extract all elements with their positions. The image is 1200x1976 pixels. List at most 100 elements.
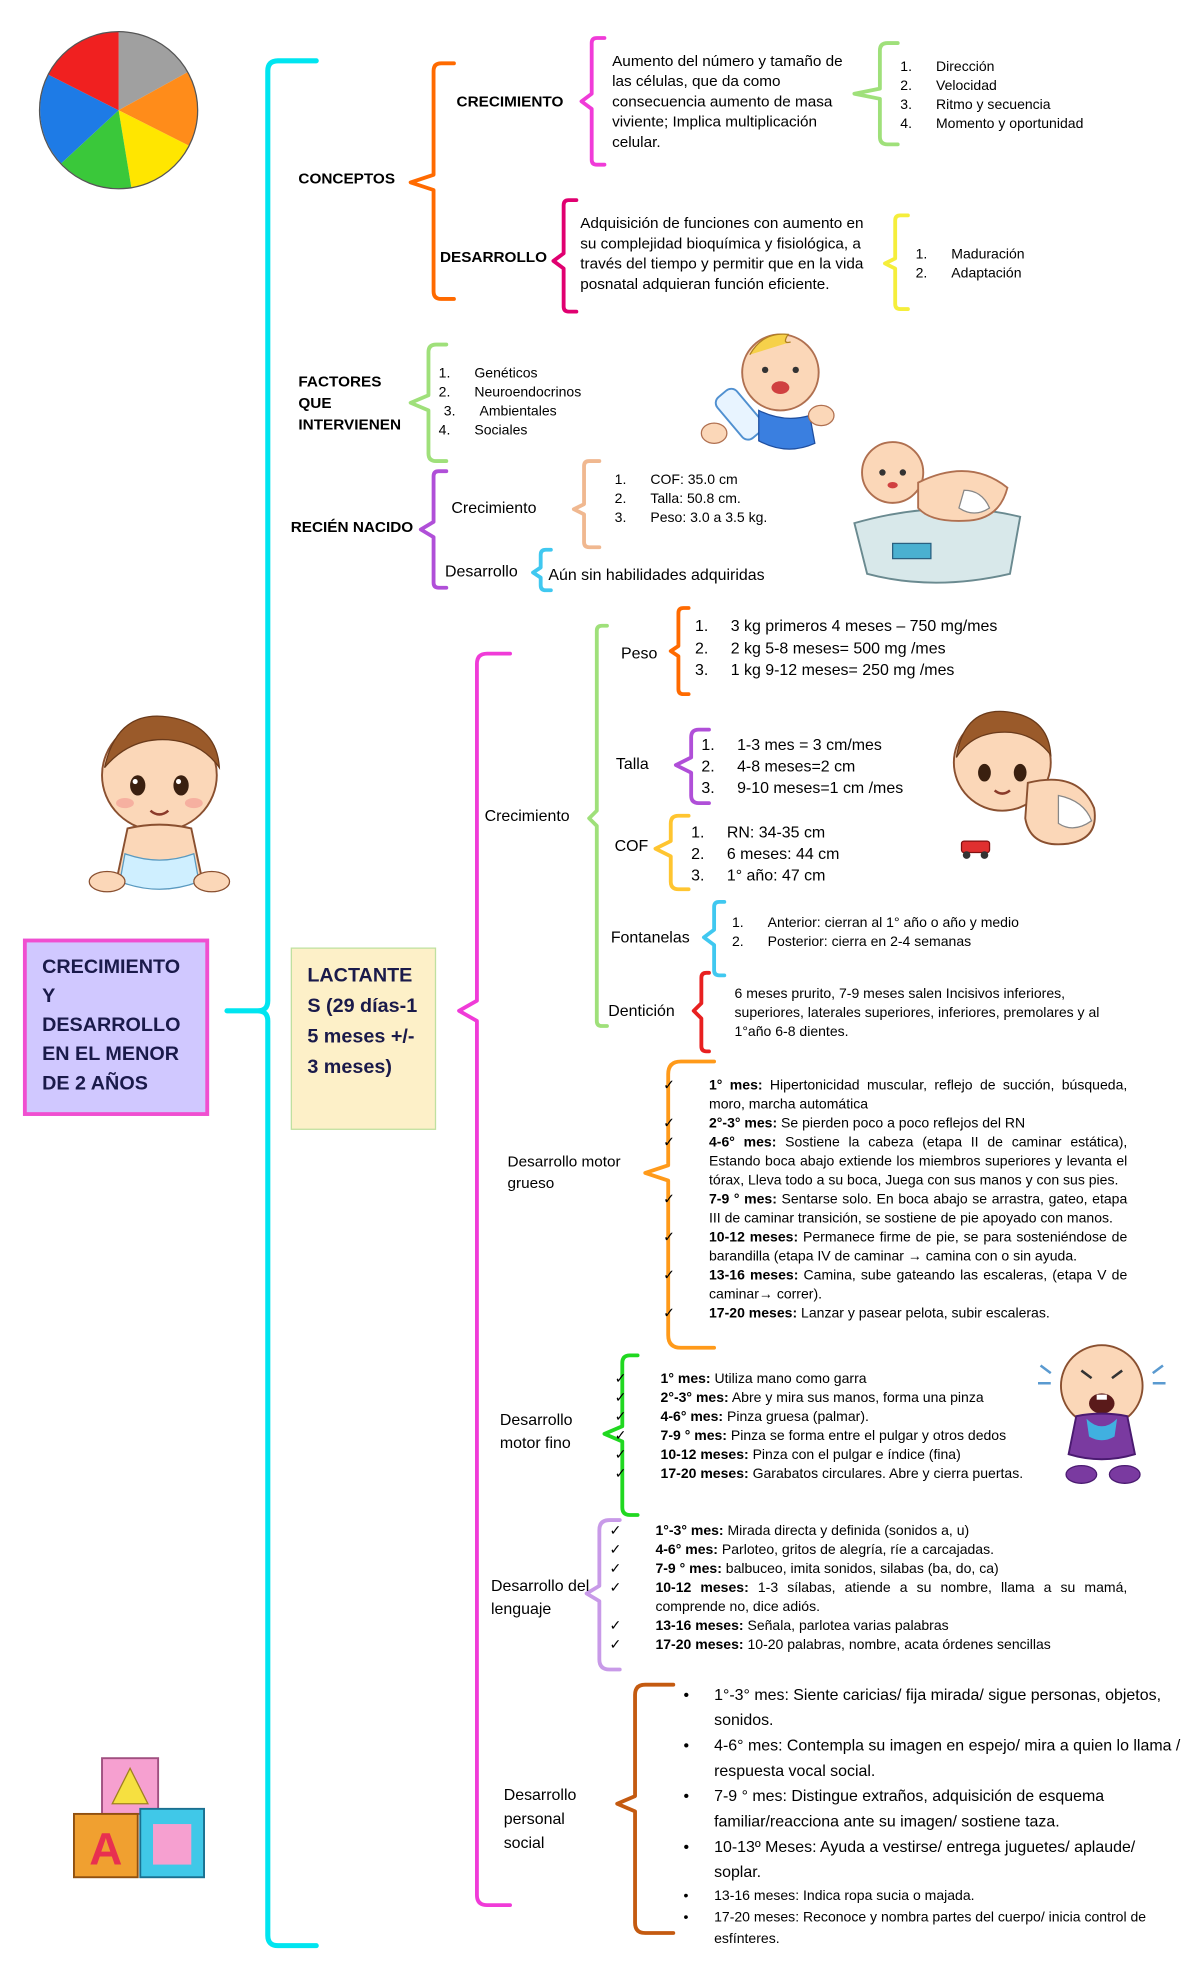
bullet-icon: • <box>683 1685 690 1704</box>
check-icon: ✓ <box>614 1390 627 1407</box>
baby-bottle-image <box>700 333 835 450</box>
list-item: 2.Talla: 50.8 cm. <box>614 491 741 507</box>
personal-social-label: Desarrollo personal social <box>503 1786 577 1852</box>
list-item: 1.1-3 mes = 3 cm/mes <box>701 735 882 754</box>
conceptos-label: CONCEPTOS <box>298 169 396 188</box>
check-icon: ✓ <box>609 1580 622 1597</box>
check-icon: ✓ <box>614 1428 627 1445</box>
check-icon: ✓ <box>614 1466 627 1483</box>
list-item: ✓13-16 meses: Señala, parlotea varias pa… <box>607 1618 1127 1637</box>
list-item: 1.Anterior: cierran al 1° año o año y me… <box>731 915 1019 932</box>
list-item: 1.3 kg primeros 4 meses – 750 mg/mes <box>694 616 998 635</box>
motor-fino-list: ✓1° mes: Utiliza mano como garra ✓2°-3° … <box>612 1371 1046 1485</box>
denticion-text: 6 meses prurito, 7-9 meses salen Incisiv… <box>734 986 1100 1040</box>
list-item: 3.1° año: 47 cm <box>691 866 826 885</box>
list-item: ✓4-6° mes: Parloteo, gritos de alegría, … <box>607 1542 1127 1561</box>
lactantes-box: LACTANTES (29 días-15 meses +/-3 meses) <box>290 947 437 1130</box>
list-item: 1.Genéticos <box>438 366 538 382</box>
list-item: •1°-3° mes: Siente caricias/ fija mirada… <box>681 1682 1186 1733</box>
check-icon: ✓ <box>609 1618 622 1635</box>
personal-social-list: •1°-3° mes: Siente caricias/ fija mirada… <box>681 1682 1186 1951</box>
list-item: ✓17-20 meses: Lanzar y pasear pelota, su… <box>661 1305 1128 1324</box>
list-item: •4-6° mes: Contempla su imagen en espejo… <box>681 1733 1186 1784</box>
bullet-icon: • <box>683 1736 690 1755</box>
check-icon: ✓ <box>609 1523 622 1540</box>
list-item: ✓1° mes: Utiliza mano como garra <box>612 1371 1046 1390</box>
check-icon: ✓ <box>609 1542 622 1559</box>
bullet-icon: • <box>683 1837 690 1856</box>
main-title-box: CRECIMIENTO Y DESARROLLO EN EL MENOR DE … <box>22 938 210 1116</box>
check-icon: ✓ <box>663 1077 675 1094</box>
rn-desarrollo-text: Aún sin habilidades adquiridas <box>548 566 765 584</box>
list-item: ✓10-12 meses: 1-3 sílabas, atiende a su … <box>609 1580 1128 1616</box>
list-item: ✓10-12 meses: Pinza con el pulgar e índi… <box>612 1447 1046 1466</box>
list-item: •10-13º Meses: Ayuda a vestirse/ entrega… <box>681 1834 1186 1885</box>
list-item: ✓7-9 ° mes: Pinza se forma entre el pulg… <box>612 1428 1046 1447</box>
list-item: 2.Neuroendocrinos <box>438 385 582 401</box>
baby-scale-image <box>853 441 1022 584</box>
motor-grueso-label: Desarrollo motor grueso <box>507 1152 621 1192</box>
cof-label: COF <box>614 837 649 856</box>
list-item: 3.Peso: 3.0 a 3.5 kg. <box>614 510 768 526</box>
lenguaje-list: ✓1°-3° mes: Mirada directa y definida (s… <box>607 1523 1128 1656</box>
talla-label: Talla <box>615 754 649 773</box>
rn-desarrollo-label: Desarrollo <box>445 562 518 581</box>
list-item: 3.9-10 meses=1 cm /mes <box>701 779 904 797</box>
crecimiento-characteristics: 1.Dirección 2.Velocidad 3.Ritmo y secuen… <box>900 58 1155 134</box>
check-icon: ✓ <box>614 1409 627 1426</box>
list-item: 2.Posterior: cierra en 2-4 semanas <box>731 934 972 951</box>
bullet-icon: • <box>683 1888 689 1904</box>
baby-crawling-image <box>952 710 1096 859</box>
recien-nacido-label: RECIÉN NACIDO <box>290 518 414 536</box>
check-icon: ✓ <box>609 1561 622 1578</box>
list-item: 3.1 kg 9-12 meses= 250 mg /mes <box>694 661 955 679</box>
check-icon: ✓ <box>614 1447 627 1464</box>
list-item: ✓2°-3° mes: Abre y mira sus manos, forma… <box>612 1390 1046 1409</box>
svg-text:A: A <box>89 1824 122 1875</box>
peso-label: Peso <box>621 644 658 663</box>
list-item: 4.Momento y oportunidad <box>900 116 1084 132</box>
talla-list: 1.1-3 mes = 3 cm/mes 2.4-8 meses=2 cm 3.… <box>701 735 956 800</box>
fontanelas-list: 1.Anterior: cierran al 1° año o año y me… <box>732 915 1064 953</box>
baby-crying-image <box>1038 1344 1166 1484</box>
bullet-icon: • <box>683 1787 690 1806</box>
list-item: 2.Adaptación <box>915 266 1022 282</box>
list-item: 3.Ritmo y secuencia <box>900 97 1051 113</box>
motor-grueso-list: ✓1° mes: Hipertonicidad muscular, reflej… <box>661 1077 1128 1324</box>
desarrollo-definition: Adquisición de funciones con aumento en … <box>580 214 864 293</box>
rn-crecimiento-label: Crecimiento <box>451 499 537 517</box>
list-item: 3.Ambientales <box>443 404 557 420</box>
list-item: ✓7-9 ° mes: Sentarse solo. En boca abajo… <box>663 1191 1128 1227</box>
desarrollo-concept-label: DESARROLLO <box>439 248 548 267</box>
list-item: 4.Sociales <box>438 423 528 439</box>
check-icon: ✓ <box>663 1115 675 1132</box>
crecimiento-concept-label: CRECIMIENTO <box>456 92 564 111</box>
lactantes-crecimiento-label: Crecimiento <box>484 806 570 825</box>
beach-ball-image <box>38 31 199 190</box>
list-item: ✓13-16 meses: Camina, sube gateando las … <box>663 1267 1128 1303</box>
list-item: 1.RN: 34-35 cm <box>691 823 826 842</box>
cof-list: 1.RN: 34-35 cm 2.6 meses: 44 cm 3.1° año… <box>691 822 921 887</box>
list-item: •17-20 meses: Reconoce y nombra partes d… <box>681 1908 1186 1951</box>
fontanelas-label: Fontanelas <box>610 928 690 947</box>
list-item: 1.COF: 35.0 cm <box>614 472 738 488</box>
factores-list: 1.Genéticos 2.Neuroendocrinos 3.Ambienta… <box>439 365 618 441</box>
list-item: •7-9 ° mes: Distingue extraños, adquisic… <box>681 1784 1186 1835</box>
motor-fino-label: Desarrollo motor fino <box>499 1411 573 1452</box>
list-item: 1.Maduración <box>915 247 1025 263</box>
list-item: ✓17-20 meses: 10-20 palabras, nombre, ac… <box>607 1637 1127 1656</box>
list-item: ✓1° mes: Hipertonicidad muscular, reflej… <box>663 1077 1128 1113</box>
list-item: •13-16 meses: Indica ropa sucia o majada… <box>681 1885 1186 1908</box>
lactantes-label: LACTANTES (29 días-15 meses +/-3 meses) <box>307 965 418 1078</box>
alphabet-blocks-image: A <box>73 1757 205 1879</box>
bullet-icon: • <box>683 1910 689 1926</box>
peso-list: 1.3 kg primeros 4 meses – 750 mg/mes 2.2… <box>695 616 1027 683</box>
denticion-label: Dentición <box>608 1001 675 1020</box>
list-item: ✓17-20 meses: Garabatos circulares. Abre… <box>612 1466 1046 1485</box>
check-icon: ✓ <box>663 1229 675 1246</box>
rn-crecimiento-list: 1.COF: 35.0 cm 2.Talla: 50.8 cm. 3.Peso:… <box>615 471 806 528</box>
baby-sitting-image <box>88 715 231 893</box>
list-item: ✓4-6° mes: Pinza gruesa (palmar). <box>612 1409 1046 1428</box>
check-icon: ✓ <box>663 1267 675 1284</box>
